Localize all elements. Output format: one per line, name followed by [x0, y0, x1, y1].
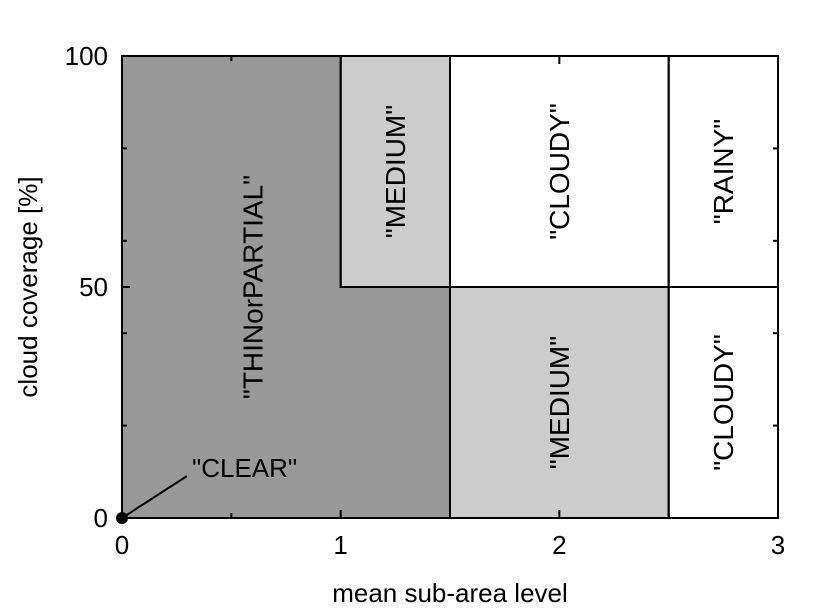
region-label-3: "RAINY" — [708, 119, 739, 224]
x-tick-label-3: 3 — [771, 530, 785, 560]
y-tick-label-2: 100 — [65, 41, 108, 71]
y-tick-label-1: 50 — [79, 272, 108, 302]
region-4 — [450, 287, 669, 518]
region-label-0: "THINorPARTIAL" — [238, 175, 269, 399]
region-3 — [668, 56, 778, 287]
x-tick-label-0: 0 — [115, 530, 129, 560]
y-tick-label-0: 0 — [94, 503, 108, 533]
clear-point — [116, 512, 128, 524]
y-axis-label: cloud coverage [%] — [13, 176, 43, 397]
clear-pointer-line — [121, 475, 188, 519]
x-tick-label-1: 1 — [333, 530, 347, 560]
region-5 — [668, 287, 778, 518]
region-label-2: "CLOUDY" — [544, 103, 575, 240]
ticks: 0 1 2 3 0 50 100 — [65, 41, 786, 560]
region-1 — [340, 56, 450, 287]
clear-label: "CLEAR" — [192, 453, 297, 483]
region-label-1: "MEDIUM" — [380, 105, 411, 238]
x-axis-label: mean sub-area level — [332, 578, 568, 608]
region-label-4: "MEDIUM" — [544, 336, 575, 469]
region-labels: "THINorPARTIAL" "MEDIUM" "CLOUDY" "RAINY" "M… — [238, 103, 739, 471]
region-label-5: "CLOUDY" — [708, 334, 739, 471]
regions — [122, 56, 778, 518]
region-2 — [450, 56, 669, 287]
x-tick-label-2: 2 — [552, 530, 566, 560]
region-0 — [122, 56, 450, 518]
